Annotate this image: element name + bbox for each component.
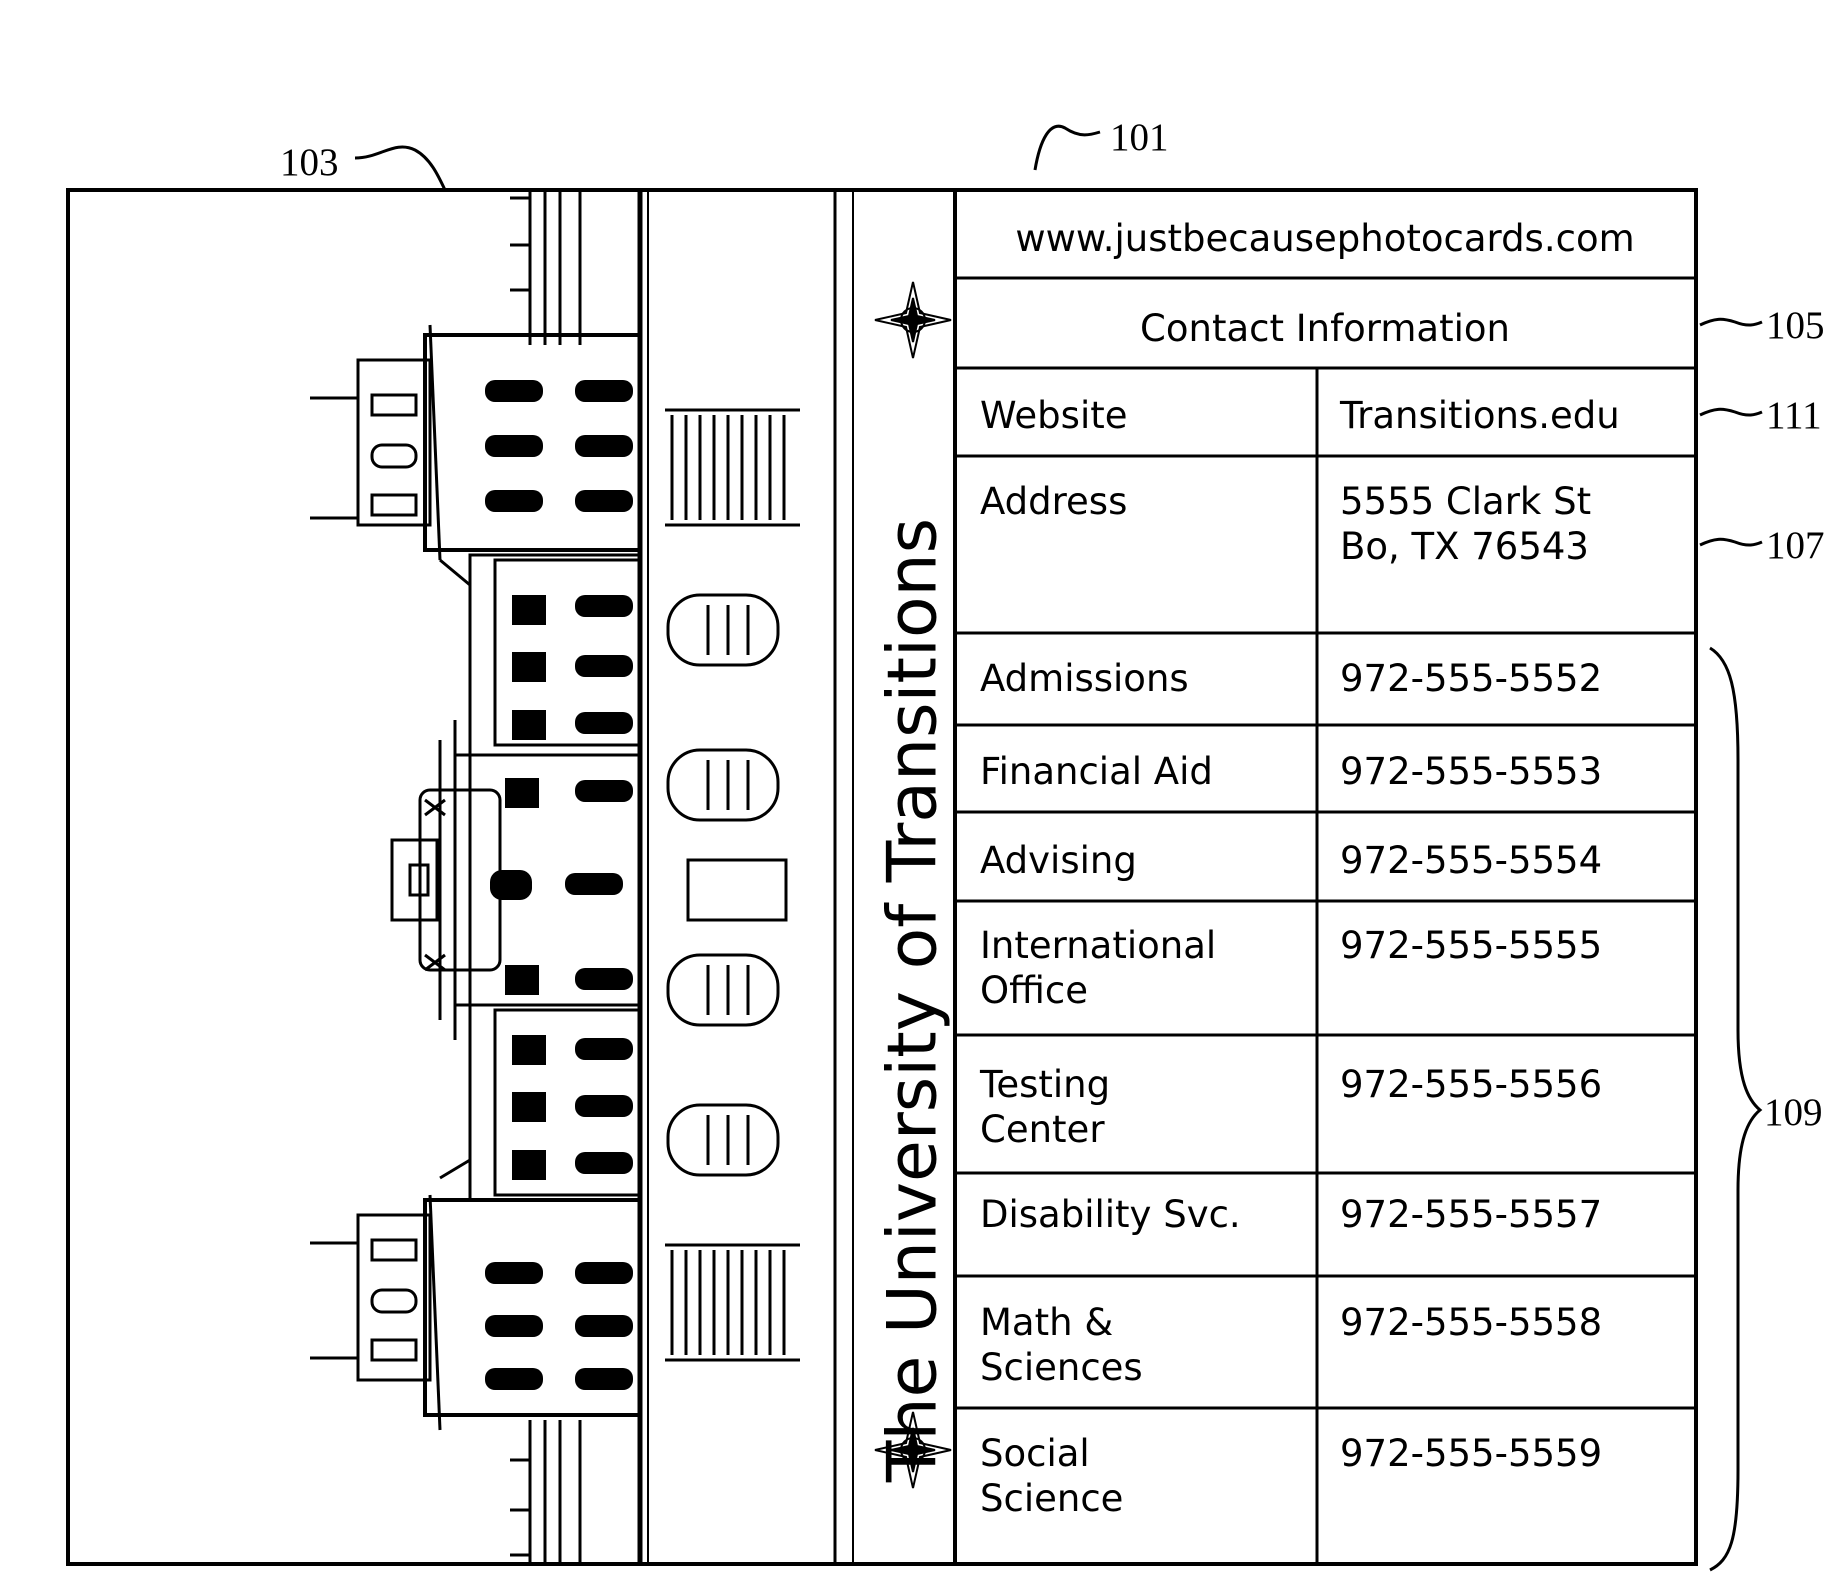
reference-numeral-109: 109 [1764,1091,1823,1134]
row-value-financial-aid: 972-555-5553 [1340,750,1603,793]
row-value-social-science: 972-555-5559 [1340,1432,1603,1475]
row-label-advising: Advising [980,839,1137,882]
building-windows [485,380,633,1390]
row-label-address: Address [980,480,1128,523]
row-value-international-office: 972-555-5555 [1340,924,1603,967]
leader-105 [1699,317,1763,327]
reference-numeral-103: 103 [280,141,339,184]
row-label-testing-center: Testing Center [980,1063,1111,1151]
row-value-website: Transitions.edu [1340,394,1620,437]
website-banner: www.justbecausephotocards.com [1015,217,1635,260]
leader-107 [1699,537,1763,547]
compass-star-icon [874,281,952,359]
row-value-disability-svc: 972-555-5557 [1340,1193,1603,1236]
leader-101 [1033,124,1101,171]
row-label-disability-svc: Disability Svc. [980,1193,1241,1236]
reference-numeral-101: 101 [1110,116,1169,159]
reference-numeral-107: 107 [1766,524,1825,567]
compass-star-icon [874,1411,952,1489]
card-outline [66,188,1698,1566]
building-illustration [310,190,642,1564]
row-label-social-science: Social Science [980,1432,1124,1520]
reference-numeral-105: 105 [1766,304,1825,347]
row-label-international-office: International Office [980,924,1217,1012]
contact-table-grid [955,276,1696,1564]
row-value-admissions: 972-555-5552 [1340,657,1603,700]
row-label-math-sciences: Math & Sciences [980,1301,1143,1389]
facade-band [665,408,800,1362]
bracket-109 [1709,646,1763,1572]
reference-numeral-111: 111 [1766,394,1822,437]
row-label-website: Website [980,394,1128,437]
row-value-testing-center: 972-555-5556 [1340,1063,1603,1106]
row-label-admissions: Admissions [980,657,1189,700]
row-value-math-sciences: 972-555-5558 [1340,1301,1603,1344]
contact-information-header: Contact Information [1140,307,1510,350]
row-label-financial-aid: Financial Aid [980,750,1213,793]
row-value-address: 5555 Clark St Bo, TX 76543 [1340,480,1592,568]
row-value-advising: 972-555-5554 [1340,839,1603,882]
leader-103 [354,145,447,191]
university-title-text: The University of Transitions [873,517,953,1483]
leader-111 [1699,407,1763,417]
